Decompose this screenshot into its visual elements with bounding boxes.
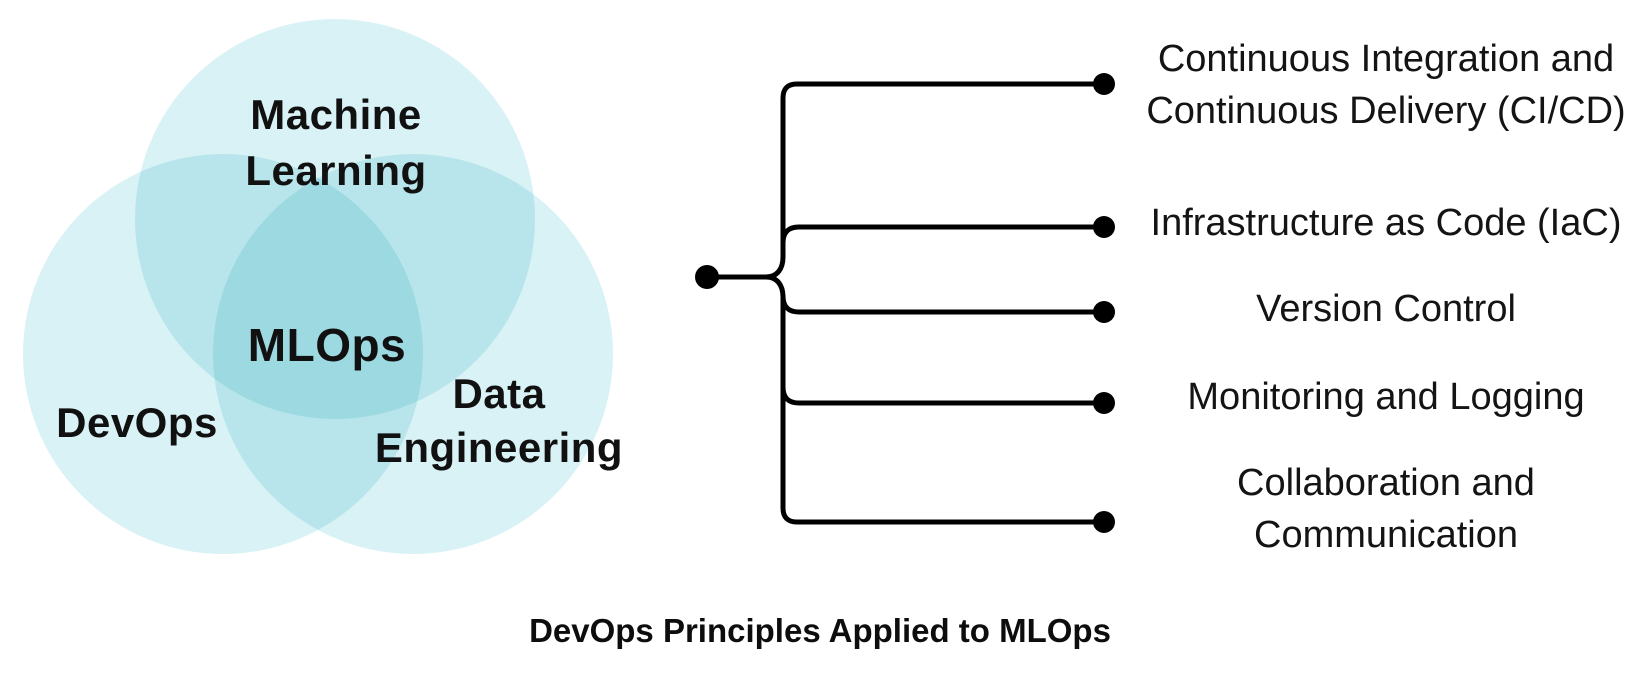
tree-branch-line-4 [780,384,1107,406]
principle-monitoring-logging: Monitoring and Logging [1187,376,1585,418]
tree-branch-dot-5 [1093,511,1115,533]
tree-branch-line-5 [763,274,1107,525]
label-machine-learning: Machine Learning [245,91,427,194]
principle-ci-cd: Continuous Integration and Continuous De… [1146,38,1626,132]
venn-circle-data-engineering [213,154,613,554]
tree-branch-line-2 [780,224,1107,246]
diagram-title: DevOps Principles Applied to MLOps [529,612,1111,649]
label-devops: DevOps [56,399,218,446]
tree-branch-dot-1 [1093,73,1115,95]
tree-branch-line-1 [763,81,1107,280]
principle-collaboration-communication: Collaboration and Communication [1237,462,1535,556]
principle-iac: Infrastructure as Code (IaC) [1150,202,1622,244]
tree-branch-dot-2 [1093,216,1115,238]
tree-branch-line-3 [780,293,1107,315]
tree-branch-dot-3 [1093,301,1115,323]
principle-version-control: Version Control [1256,288,1516,330]
label-mlops-center: MLOps [247,319,407,371]
tree-branch-dot-4 [1093,392,1115,414]
label-data-engineering: Data Engineering [374,370,624,471]
